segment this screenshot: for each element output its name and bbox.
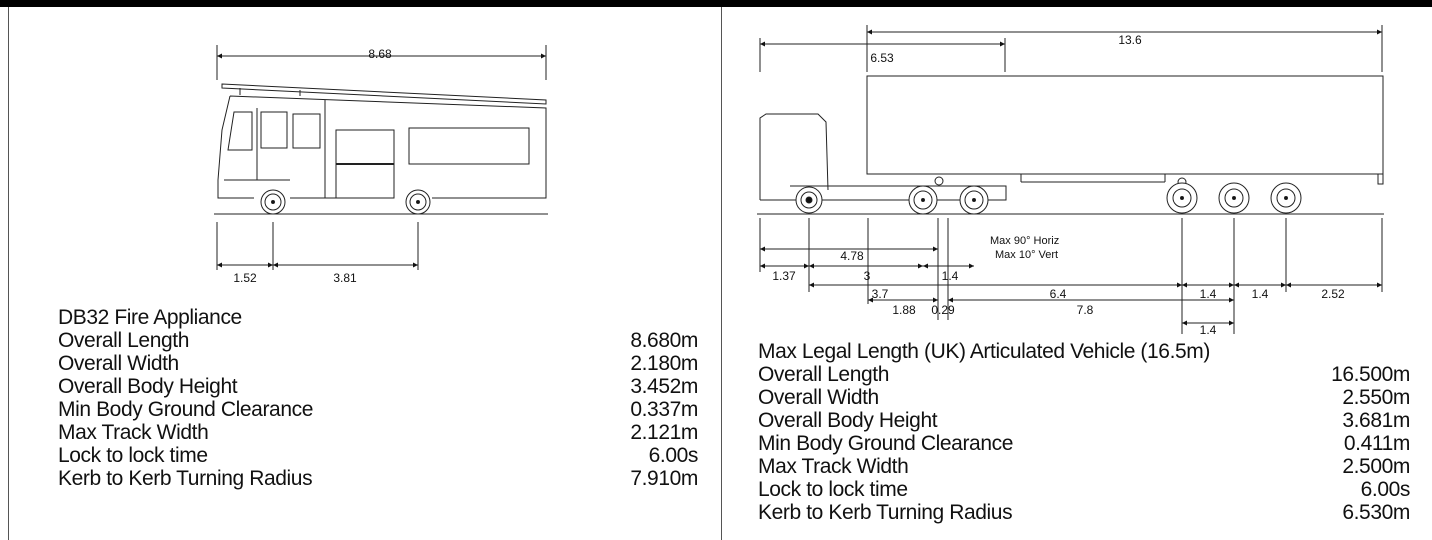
- dim-1-37: 1.37: [772, 269, 796, 283]
- dim-1-4-d: 1.4: [1200, 323, 1217, 337]
- articulated-vehicle-title: Max Legal Length (UK) Articulated Vehicl…: [758, 340, 1210, 363]
- dim-1-4-a: 1.4: [942, 269, 959, 283]
- fire-appliance-title: DB32 Fire Appliance: [58, 306, 242, 329]
- dim-kingpin: 6.53: [870, 51, 894, 65]
- dim-3: 3: [864, 269, 871, 283]
- left-border: [8, 7, 9, 540]
- dim-4-78: 4.78: [840, 249, 864, 263]
- dim-7-8: 7.8: [1077, 303, 1094, 317]
- articulation-note-horiz: Max 90° Horiz: [990, 235, 1059, 247]
- dim-6-4: 6.4: [1050, 287, 1067, 301]
- dim-0-29: 0.29: [931, 303, 955, 317]
- top-border: [0, 0, 1432, 7]
- dim-fire-overall: 8.68: [368, 47, 392, 61]
- dim-fire-wheelbase: 3.81: [333, 271, 357, 285]
- articulated-vehicle-drawing: [757, 25, 1384, 334]
- articulated-vehicle-specs: Max Legal Length (UK) Articulated Vehicl…: [758, 340, 1410, 524]
- panel-divider: [721, 7, 722, 540]
- dim-trailer-length: 13.6: [1118, 33, 1142, 47]
- articulation-note-vert: Max 10° Vert: [995, 249, 1058, 261]
- fire-appliance-drawing: [214, 45, 548, 270]
- dim-2-52: 2.52: [1321, 287, 1345, 301]
- dim-1-4-b: 1.4: [1200, 287, 1217, 301]
- dim-3-7: 3.7: [872, 287, 889, 301]
- dim-1-4-c: 1.4: [1252, 287, 1269, 301]
- dim-1-88: 1.88: [892, 303, 916, 317]
- dim-fire-front: 1.52: [233, 271, 257, 285]
